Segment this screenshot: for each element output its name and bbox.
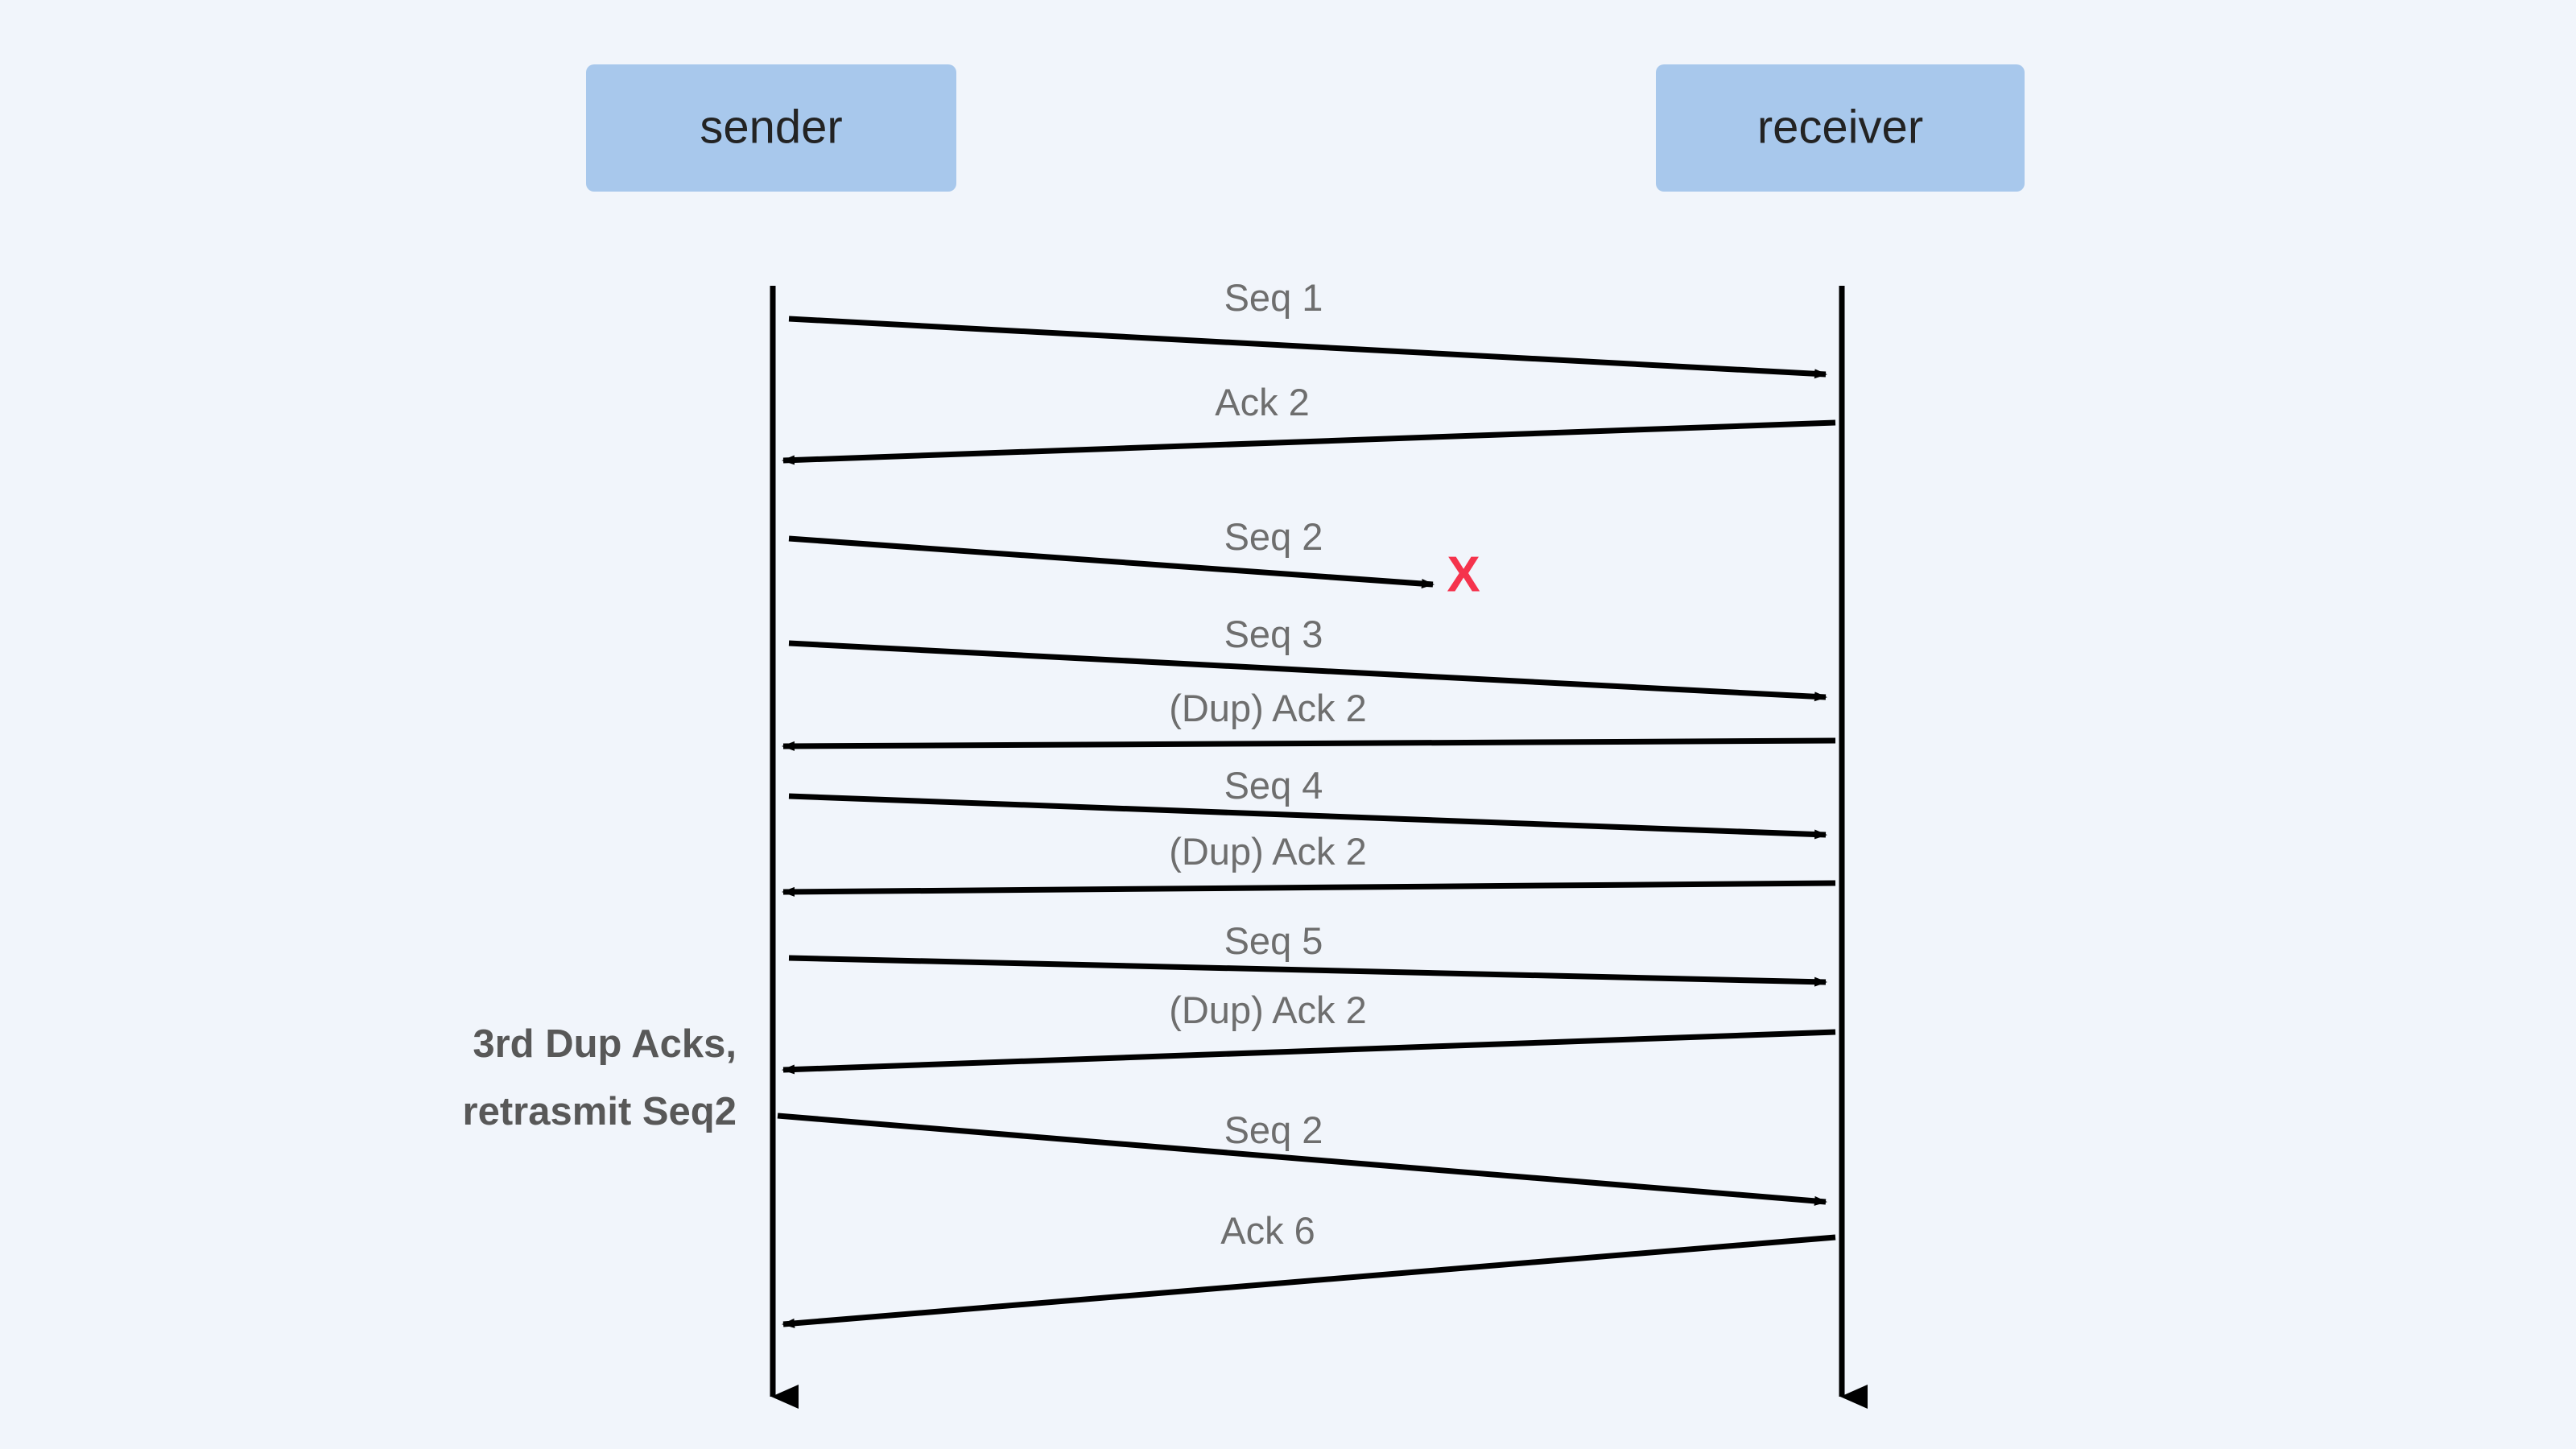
message-label: (Dup) Ack 2	[1169, 830, 1367, 873]
message-label: (Dup) Ack 2	[1169, 687, 1367, 729]
message-2: Ack 2	[782, 381, 1836, 465]
message-8: Seq 5	[788, 919, 1827, 987]
message-label: Seq 2	[1224, 515, 1323, 558]
actor-label-receiver: receiver	[1757, 101, 1923, 153]
actor-receiver[interactable]: receiver	[1656, 64, 2025, 192]
message-arrow	[782, 1029, 1836, 1075]
message-arrow	[788, 793, 1827, 840]
message-arrow	[782, 419, 1836, 465]
lifelines-group	[770, 286, 1868, 1409]
message-5: (Dup) Ack 2	[782, 687, 1836, 751]
note-line: retrasmit Seq2	[463, 1090, 737, 1133]
actor-label-sender: sender	[700, 101, 842, 153]
messages-layer: Seq 1 Ack 2 Seq 2 X Seq 3 (Dup) Ack 2 Seq 4 (Du…	[777, 276, 1836, 1328]
message-3: Seq 2 X	[788, 515, 1480, 602]
notes-layer: 3rd Dup Acks, retrasmit Seq2	[463, 1022, 737, 1133]
message-label: Seq 2	[1224, 1108, 1323, 1151]
message-arrow	[788, 535, 1435, 588]
message-arrow	[777, 1113, 1827, 1206]
message-6: Seq 4	[788, 764, 1827, 840]
actor-box-sender[interactable]	[586, 64, 956, 192]
message-10: Seq 2	[777, 1108, 1827, 1206]
message-arrow	[782, 1234, 1836, 1328]
message-4: Seq 3	[788, 613, 1827, 702]
message-9: (Dup) Ack 2	[782, 989, 1836, 1075]
actor-box-receiver[interactable]	[1656, 64, 2025, 192]
message-arrow	[782, 880, 1836, 897]
message-arrow	[782, 737, 1836, 751]
message-label: Ack 6	[1220, 1209, 1315, 1252]
message-arrow	[788, 955, 1827, 987]
packet-lost-x-icon: X	[1447, 547, 1480, 602]
note-line: 3rd Dup Acks,	[473, 1022, 737, 1066]
message-label: Ack 2	[1215, 381, 1310, 423]
actor-sender[interactable]: sender	[586, 64, 956, 192]
message-label: Seq 4	[1224, 764, 1323, 807]
message-11: Ack 6	[782, 1209, 1836, 1328]
message-label: (Dup) Ack 2	[1169, 989, 1367, 1031]
message-label: Seq 5	[1224, 919, 1323, 962]
message-7: (Dup) Ack 2	[782, 830, 1836, 897]
message-label: Seq 3	[1224, 613, 1323, 655]
fast-retransmit-note: 3rd Dup Acks, retrasmit Seq2	[463, 1022, 737, 1133]
message-label: Seq 1	[1224, 276, 1323, 319]
message-arrow	[788, 640, 1827, 702]
message-arrow	[788, 316, 1827, 379]
message-1: Seq 1	[788, 276, 1827, 379]
